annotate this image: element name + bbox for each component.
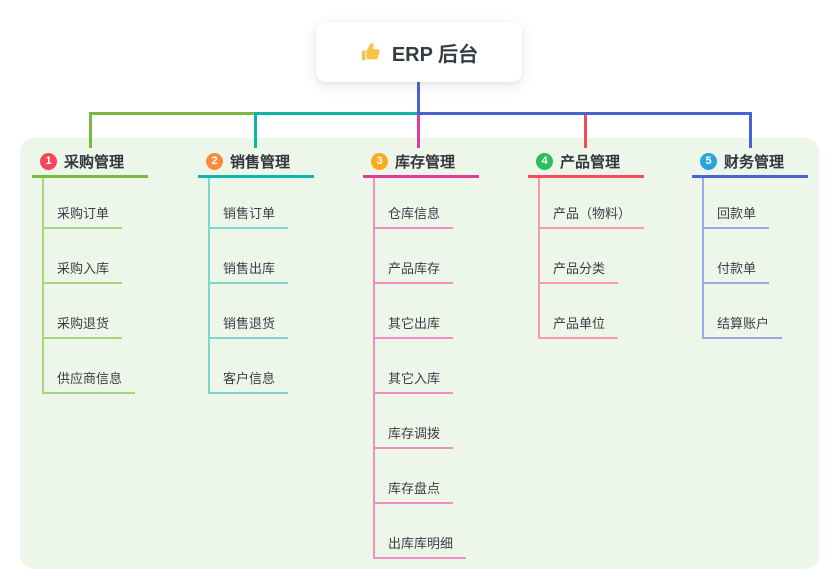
branch-label: 库存管理	[395, 154, 456, 171]
leaf-node[interactable]: 其它出库	[373, 311, 454, 339]
branch-label: 财务管理	[724, 154, 785, 171]
leaf-node[interactable]: 产品（物料）	[538, 201, 645, 229]
branch-label: 采购管理	[64, 154, 125, 171]
branch-number-badge: 5	[700, 153, 717, 170]
branch-node[interactable]: 1 采购管理	[32, 148, 148, 178]
leaf-node[interactable]: 销售订单	[208, 201, 289, 229]
leaf-node[interactable]: 产品单位	[538, 311, 619, 339]
branch-number-badge: 1	[40, 153, 57, 170]
leaf-node[interactable]: 产品库存	[373, 256, 454, 284]
branch-node[interactable]: 4 产品管理	[528, 148, 644, 178]
branch-label: 销售管理	[230, 154, 291, 171]
bus-segment-procurement	[89, 112, 257, 115]
branch-spine-line	[702, 178, 704, 339]
drop-connector-inventory	[417, 115, 420, 148]
branch-spine-line	[208, 178, 210, 394]
drop-connector-sales	[254, 112, 257, 148]
leaf-node[interactable]: 出库库明细	[373, 531, 467, 559]
leaf-node[interactable]: 采购订单	[42, 201, 123, 229]
leaf-node[interactable]: 库存盘点	[373, 476, 454, 504]
branch-number-badge: 4	[536, 153, 553, 170]
leaf-node[interactable]: 采购入库	[42, 256, 123, 284]
thumbs-up-icon	[360, 41, 382, 63]
drop-connector-product	[584, 115, 587, 148]
leaf-node[interactable]: 销售出库	[208, 256, 289, 284]
branch-label: 产品管理	[560, 154, 621, 171]
branch-node[interactable]: 2 销售管理	[198, 148, 314, 178]
leaf-node[interactable]: 库存调拨	[373, 421, 454, 449]
leaf-node[interactable]: 采购退货	[42, 311, 123, 339]
branch-number-badge: 3	[371, 153, 388, 170]
branch-node[interactable]: 5 财务管理	[692, 148, 808, 178]
leaf-node[interactable]: 客户信息	[208, 366, 289, 394]
branch-node[interactable]: 3 库存管理	[363, 148, 479, 178]
root-node[interactable]: ERP 后台	[316, 22, 522, 82]
leaf-node[interactable]: 结算账户	[702, 311, 783, 339]
leaf-node[interactable]: 其它入库	[373, 366, 454, 394]
branch-spine-line	[373, 178, 375, 559]
leaf-node[interactable]: 产品分类	[538, 256, 619, 284]
bus-segment-sales	[255, 112, 419, 115]
leaf-node[interactable]: 仓库信息	[373, 201, 454, 229]
root-title: ERP 后台	[391, 43, 479, 66]
bus-segment-finance	[417, 112, 752, 115]
drop-connector-procurement	[89, 112, 92, 148]
branch-number-badge: 2	[206, 153, 223, 170]
leaf-node[interactable]: 销售退货	[208, 311, 289, 339]
leaf-node[interactable]: 付款单	[702, 256, 770, 284]
branch-spine-line	[42, 178, 44, 394]
trunk-connector-line	[417, 82, 420, 115]
leaf-node[interactable]: 回款单	[702, 201, 770, 229]
drop-connector-finance	[749, 112, 752, 148]
branch-spine-line	[538, 178, 540, 339]
branches-panel	[20, 138, 819, 569]
leaf-node[interactable]: 供应商信息	[42, 366, 136, 394]
